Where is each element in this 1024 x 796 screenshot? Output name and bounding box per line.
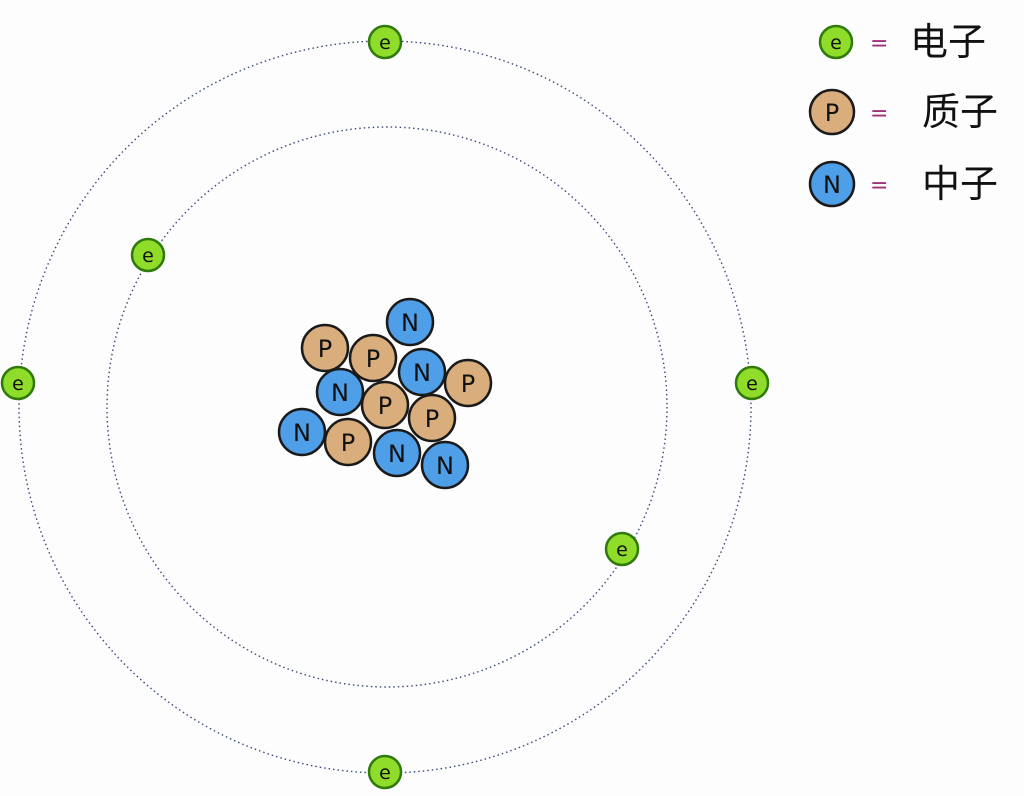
neutron-symbol: N (293, 419, 311, 447)
inner-orbit (106, 126, 668, 688)
neutron-circle (397, 347, 447, 397)
neutron: N (277, 407, 327, 457)
proton: P (300, 323, 350, 373)
proton-symbol: P (318, 335, 332, 363)
proton-symbol: P (378, 392, 392, 420)
legend-item: e = 电子 (818, 20, 986, 64)
inner-electron: e (130, 237, 166, 273)
neutron-symbol: N (388, 440, 406, 468)
legend-equals: = (870, 174, 888, 199)
proton-circle (323, 417, 373, 467)
neutron: N (397, 347, 447, 397)
legend: e = 电子 P = 质子 N = 中子 (808, 20, 998, 208)
legend-proton: P (808, 88, 856, 136)
proton: P (348, 333, 398, 383)
neutron: N (385, 297, 435, 347)
proton-symbol: P (461, 370, 475, 398)
neutron-circle (420, 440, 470, 490)
legend-electron-circle (818, 24, 854, 60)
legend-electron: e (818, 24, 854, 60)
neutron-circle (277, 407, 327, 457)
outer-electron: e (367, 754, 403, 790)
electrons: e e e e e e (0, 24, 770, 790)
legend-neutron: N (808, 160, 856, 208)
proton-symbol: P (366, 345, 380, 373)
proton-symbol: P (341, 429, 355, 457)
proton: P (443, 358, 493, 408)
neutron-symbol: N (436, 452, 454, 480)
outer-electron-symbol: e (379, 762, 391, 784)
outer-electron-circle (0, 365, 36, 401)
outer-electron-symbol: e (12, 373, 24, 395)
legend-item: P = 质子 (808, 88, 998, 136)
outer-electron-symbol: e (746, 373, 758, 395)
proton-symbol: P (425, 405, 439, 433)
proton: P (360, 380, 410, 430)
legend-neutron-circle (808, 160, 856, 208)
outer-electron: e (0, 365, 36, 401)
inner-electron-symbol: e (142, 245, 154, 267)
inner-electron-circle (604, 531, 640, 567)
outer-electron: e (367, 24, 403, 60)
legend-label: 中子 (922, 162, 998, 206)
inner-electron-circle (130, 237, 166, 273)
legend-equals: = (870, 102, 888, 127)
outer-electron-circle (367, 24, 403, 60)
proton: P (323, 417, 373, 467)
neutron-circle (385, 297, 435, 347)
outer-electron: e (734, 365, 770, 401)
legend-label: 质子 (922, 90, 998, 134)
neutron-circle (372, 428, 422, 478)
neutron: N (372, 428, 422, 478)
proton: P (407, 393, 457, 443)
neutron-symbol: N (331, 379, 349, 407)
proton-circle (300, 323, 350, 373)
legend-item: N = 中子 (808, 160, 998, 208)
neutron-symbol: N (401, 309, 419, 337)
legend-proton-circle (808, 88, 856, 136)
inner-electron: e (604, 531, 640, 567)
legend-neutron-symbol: N (823, 171, 841, 199)
outer-electron-circle (734, 365, 770, 401)
proton-circle (360, 380, 410, 430)
legend-label: 电子 (910, 20, 986, 64)
legend-electron-symbol: e (830, 32, 842, 54)
neutron-circle (315, 367, 365, 417)
outer-electron-circle (367, 754, 403, 790)
proton-circle (407, 393, 457, 443)
inner-electron-symbol: e (616, 539, 628, 561)
neutron-symbol: N (413, 359, 431, 387)
legend-proton-symbol: P (825, 99, 839, 127)
neutron: N (420, 440, 470, 490)
proton-circle (348, 333, 398, 383)
neutron: N (315, 367, 365, 417)
outer-electron-symbol: e (379, 32, 391, 54)
legend-equals: = (870, 32, 888, 57)
proton-circle (443, 358, 493, 408)
